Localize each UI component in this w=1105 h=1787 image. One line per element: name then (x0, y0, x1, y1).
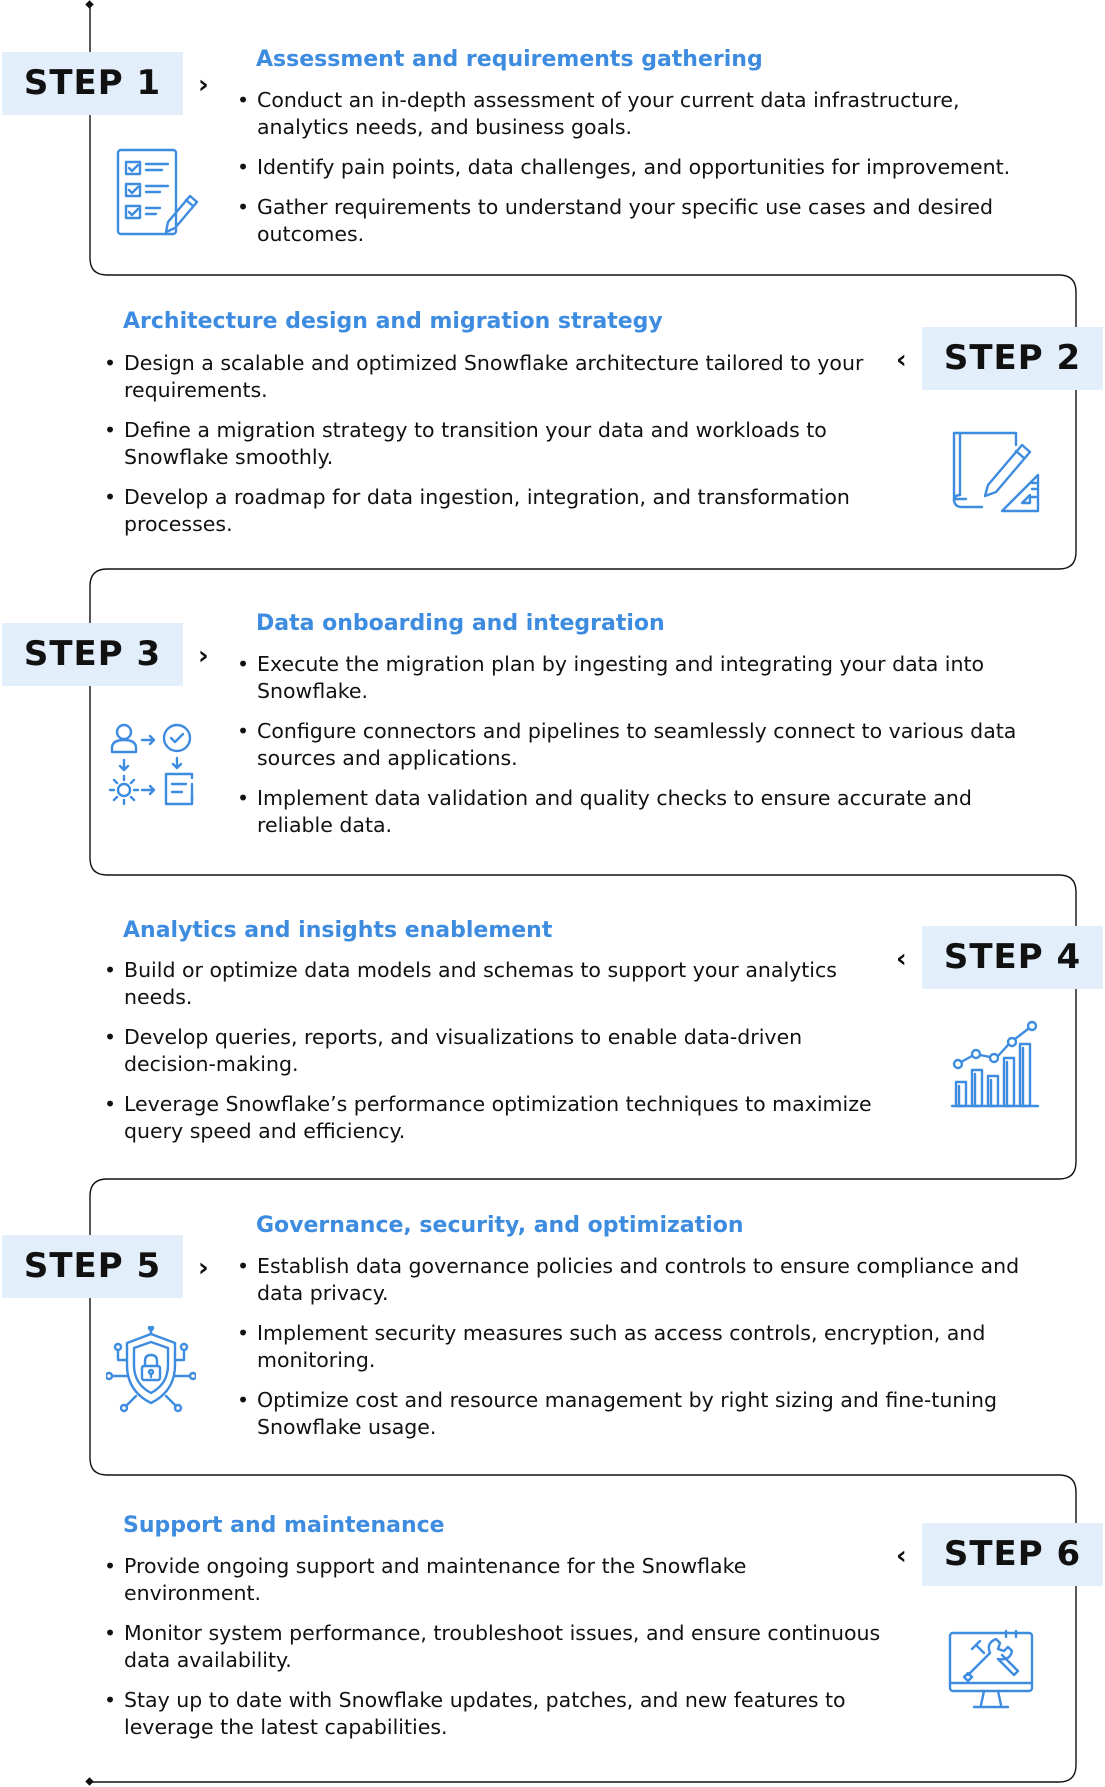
step-4-bullets: Build or optimize data models and schema… (104, 957, 894, 1158)
step-3-badge: STEP 3 (2, 623, 183, 686)
growth-chart-icon (950, 1018, 1040, 1108)
step-5-bullets: Establish data governance policies and c… (237, 1253, 1037, 1454)
step-2-badge: STEP 2 (922, 327, 1103, 390)
list-item: Develop a roadmap for data ingestion, in… (104, 484, 894, 538)
step-5-title: Governance, security, and optimization (256, 1213, 744, 1238)
blueprint-icon (950, 425, 1040, 515)
chevron-right-icon: › (198, 641, 209, 671)
step-5-badge: STEP 5 (2, 1235, 183, 1298)
shield-lock-icon (106, 1326, 196, 1416)
monitor-tools-icon (946, 1625, 1036, 1715)
list-item: Conduct an in-depth assessment of your c… (237, 87, 1037, 141)
list-item: Implement security measures such as acce… (237, 1320, 1037, 1374)
step-4-badge: STEP 4 (922, 926, 1103, 989)
list-item: Provide ongoing support and maintenance … (104, 1553, 884, 1607)
chevron-left-icon: ‹ (896, 345, 907, 375)
chevron-left-icon: ‹ (896, 1541, 907, 1571)
step-1-bullets: Conduct an in-depth assessment of your c… (237, 87, 1037, 261)
list-item: Build or optimize data models and schema… (104, 957, 894, 1011)
list-item: Execute the migration plan by ingesting … (237, 651, 1037, 705)
list-item: Monitor system performance, troubleshoot… (104, 1620, 884, 1674)
list-item: Leverage Snowflake’s performance optimiz… (104, 1091, 894, 1145)
list-item: Develop queries, reports, and visualizat… (104, 1024, 894, 1078)
step-1-title: Assessment and requirements gathering (256, 47, 763, 72)
list-item: Implement data validation and quality ch… (237, 785, 1037, 839)
list-item: Establish data governance policies and c… (237, 1253, 1037, 1307)
list-item: Identify pain points, data challenges, a… (237, 154, 1037, 181)
step-2-title: Architecture design and migration strate… (123, 309, 663, 334)
step-4-title: Analytics and insights enablement (123, 918, 553, 943)
step-2-bullets: Design a scalable and optimized Snowflak… (104, 350, 894, 551)
step-6-bullets: Provide ongoing support and maintenance … (104, 1553, 884, 1754)
checklist-icon (112, 148, 202, 238)
list-item: Define a migration strategy to transitio… (104, 417, 894, 471)
step-6-title: Support and maintenance (123, 1513, 445, 1538)
workflow-icon (106, 720, 196, 810)
list-item: Stay up to date with Snowflake updates, … (104, 1687, 884, 1741)
list-item: Optimize cost and resource management by… (237, 1387, 1037, 1441)
step-3-title: Data onboarding and integration (256, 611, 665, 636)
list-item: Gather requirements to understand your s… (237, 194, 1037, 248)
step-6-badge: STEP 6 (922, 1523, 1103, 1586)
step-3-bullets: Execute the migration plan by ingesting … (237, 651, 1037, 852)
list-item: Configure connectors and pipelines to se… (237, 718, 1037, 772)
list-item: Design a scalable and optimized Snowflak… (104, 350, 894, 404)
step-1-badge: STEP 1 (2, 52, 183, 115)
chevron-right-icon: › (198, 1253, 209, 1283)
chevron-right-icon: › (198, 70, 209, 100)
chevron-left-icon: ‹ (896, 944, 907, 974)
